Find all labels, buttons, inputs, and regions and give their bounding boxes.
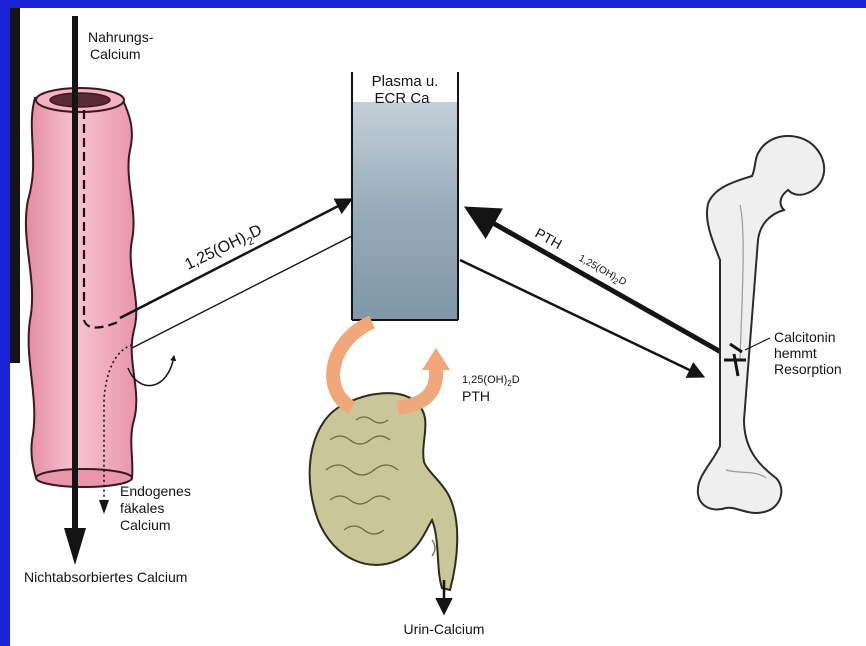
endogenous-label-line1: Endogenes (120, 483, 191, 499)
kidney-hormone-label: 1,25(OH)2D (462, 374, 520, 388)
urine-calcium-label: Urin-Calcium (404, 621, 485, 637)
dietary-calcium-label-line1: Nahrungs- (88, 29, 154, 45)
plasma-container-icon (352, 72, 458, 320)
plasma-label-line2: ECR Ca (374, 90, 430, 107)
intestine-icon (26, 88, 136, 487)
calcitonin-label-line3: Resorption (774, 361, 842, 377)
endogenous-label-line2: fäkales (120, 500, 164, 516)
kidney-pth-label: PTH (462, 388, 490, 404)
unabsorbed-calcium-label: Nichtabsorbiertes Calcium (24, 569, 187, 585)
calcitonin-label-line1: Calcitonin (774, 329, 835, 345)
plasma-label-line1: Plasma u. (372, 73, 439, 90)
endogenous-label-line3: Calcium (120, 517, 171, 533)
calcitonin-label-line2: hemmt (774, 345, 817, 361)
dark-left-strip (10, 8, 20, 363)
dietary-calcium-label-line2: Calcium (90, 46, 141, 62)
